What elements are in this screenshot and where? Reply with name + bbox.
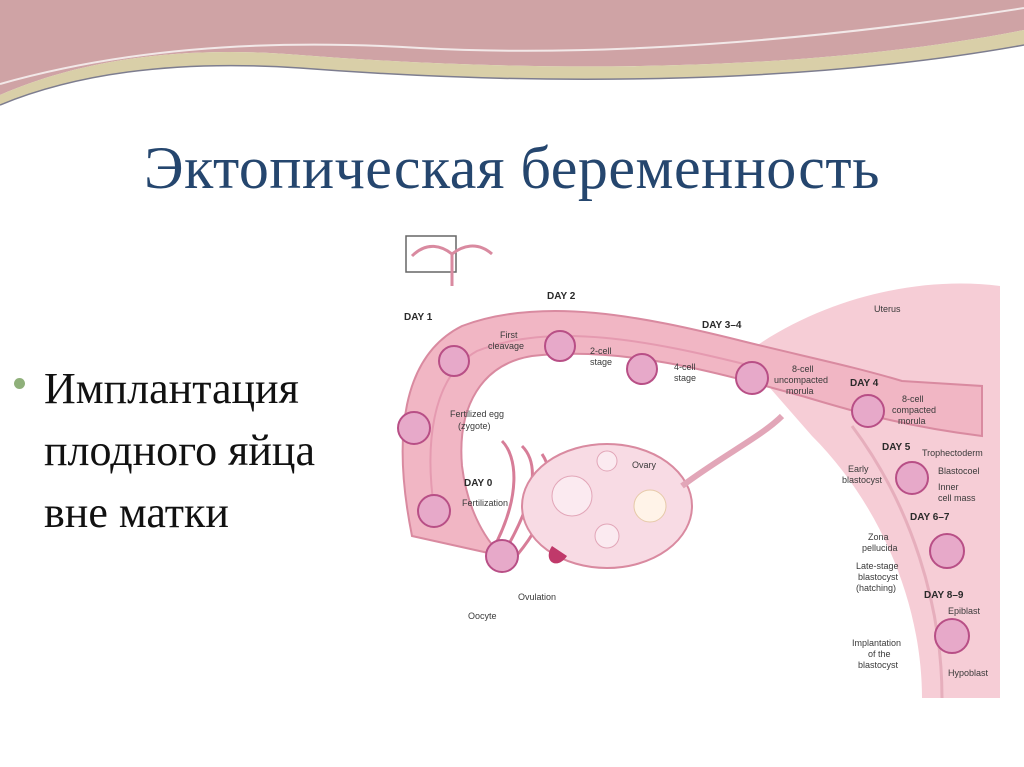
label-oocyte: Oocyte xyxy=(468,611,497,621)
label-fertilized-2: (zygote) xyxy=(458,421,491,431)
label-8cell-u-3: morula xyxy=(786,386,814,396)
label-8cell-u-2: uncompacted xyxy=(774,375,828,385)
label-late: Late-stage xyxy=(856,561,899,571)
label-4cell-2: stage xyxy=(674,373,696,383)
label-day2: DAY 2 xyxy=(547,291,576,302)
label-early: Early xyxy=(848,464,869,474)
bullet-dot-icon xyxy=(14,378,25,389)
fallopian-tube xyxy=(401,310,983,558)
late-blastocyst-cell xyxy=(929,533,965,569)
label-hypoblast: Hypoblast xyxy=(948,668,989,678)
label-fertilization: Fertilization xyxy=(462,498,508,508)
label-uterus: Uterus xyxy=(874,304,901,314)
label-implantation: Implantation xyxy=(852,638,901,648)
label-implantation-2: of the xyxy=(868,649,891,659)
implanted-blastocyst-cell xyxy=(934,618,970,654)
cleavage-cell xyxy=(544,330,576,362)
label-early-2: blastocyst xyxy=(842,475,883,485)
embryo-cells xyxy=(397,330,970,654)
label-inner: Inner xyxy=(938,482,959,492)
day1-cell xyxy=(438,345,470,377)
fertilization-cell xyxy=(417,494,451,528)
oocyte-cell xyxy=(485,539,519,573)
early-blastocyst-cell xyxy=(895,461,929,495)
label-8cell-c-2: compacted xyxy=(892,405,936,415)
label-ovulation: Ovulation xyxy=(518,592,556,602)
label-first-cleavage-2: cleavage xyxy=(488,341,524,351)
label-day67: DAY 6–7 xyxy=(910,512,950,523)
label-day0: DAY 0 xyxy=(464,478,493,489)
decorative-header-waves xyxy=(0,0,1024,106)
label-2cell-2: stage xyxy=(590,357,612,367)
label-first-cleavage: First xyxy=(500,330,518,340)
label-day5: DAY 5 xyxy=(882,442,911,453)
zygote-cell xyxy=(397,411,431,445)
inset-frame xyxy=(405,235,457,273)
label-trophectoderm: Trophectoderm xyxy=(922,448,983,458)
label-day1: DAY 1 xyxy=(404,312,433,323)
label-day34: DAY 3–4 xyxy=(702,320,742,331)
label-4cell: 4-cell xyxy=(674,362,696,372)
label-8cell-c-3: morula xyxy=(898,416,926,426)
slide-title: Эктопическая беременность xyxy=(143,135,881,201)
label-blastocoel: Blastocoel xyxy=(938,466,980,476)
label-2cell: 2-cell xyxy=(590,346,612,356)
label-8cell-u: 8-cell xyxy=(792,364,814,374)
ectopic-pregnancy-diagram: DAY 1 DAY 2 DAY 3–4 DAY 4 DAY 5 DAY 6–7 … xyxy=(382,206,1000,698)
label-epiblast: Epiblast xyxy=(948,606,981,616)
cell8u-cell xyxy=(735,361,769,395)
label-8cell-c: 8-cell xyxy=(902,394,924,404)
label-implantation-3: blastocyst xyxy=(858,660,899,670)
label-day89: DAY 8–9 xyxy=(924,590,964,601)
label-fertilized: Fertilized egg xyxy=(450,409,504,419)
cell4-cell xyxy=(626,353,658,385)
label-zona: Zona xyxy=(868,532,889,542)
label-late-3: (hatching) xyxy=(856,583,896,593)
label-late-2: blastocyst xyxy=(858,572,899,582)
label-inner-2: cell mass xyxy=(938,493,976,503)
label-zona-2: pellucida xyxy=(862,543,898,553)
bullet-text: Имплантация плодного яйца вне матки xyxy=(44,364,315,537)
label-ovary: Ovary xyxy=(632,460,657,470)
ovary xyxy=(521,443,693,569)
label-day4: DAY 4 xyxy=(850,378,879,389)
cell8c-cell xyxy=(851,394,885,428)
